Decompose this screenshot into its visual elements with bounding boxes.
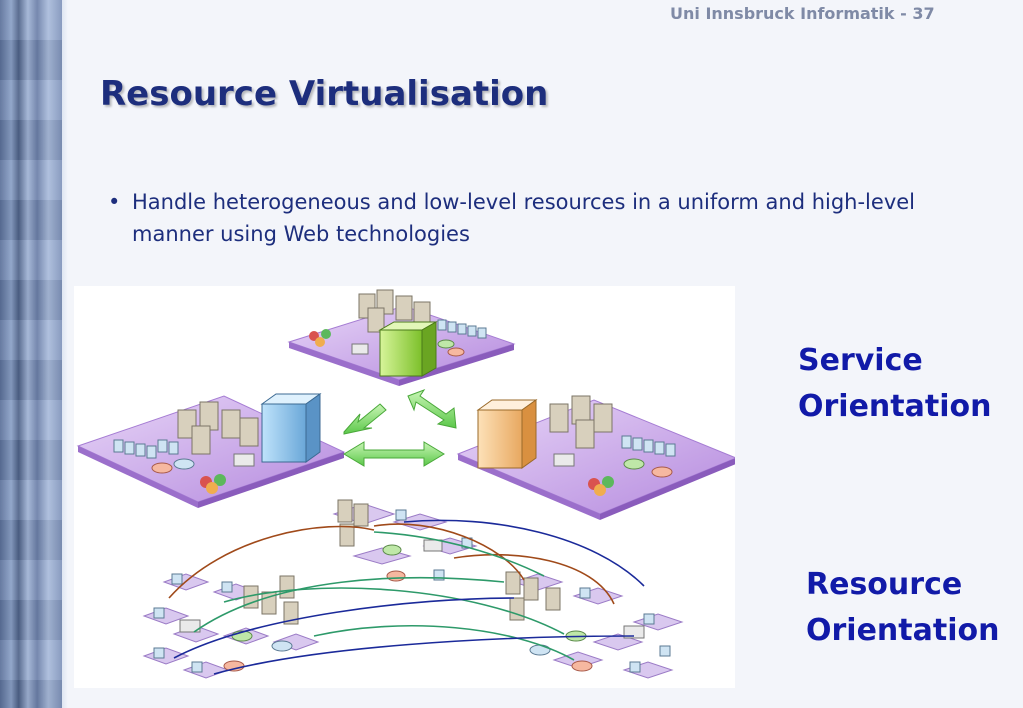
slide-number-header: Uni Innsbruck Informatik - 37 — [670, 4, 935, 23]
service-label-line2: Orientation — [798, 389, 992, 424]
bullet-icon: • — [108, 190, 121, 214]
sidebar-decoration — [0, 0, 62, 708]
bullet-list: • Handle heterogeneous and low-level res… — [108, 186, 968, 250]
resource-label-line1: Resource — [806, 567, 963, 602]
diagram-svg — [76, 289, 735, 679]
left-platform — [76, 393, 346, 508]
bullet-text: Handle heterogeneous and low-level resou… — [132, 190, 915, 246]
interop-arrows — [343, 388, 457, 467]
service-orientation-label: Service Orientation — [798, 338, 991, 430]
resource-links — [168, 519, 645, 675]
slide-title: Resource Virtualisation — [100, 74, 549, 114]
sidebar-edge — [62, 0, 68, 708]
right-platform — [456, 395, 735, 520]
bullet-item: • Handle heterogeneous and low-level res… — [108, 186, 968, 250]
resource-label-line2: Orientation — [806, 613, 1000, 648]
service-label-line1: Service — [798, 343, 923, 378]
resource-orientation-label: Resource Orientation — [806, 562, 999, 654]
top-platform — [287, 289, 516, 386]
virtualisation-diagram — [74, 286, 735, 688]
resource-layer — [142, 499, 684, 679]
